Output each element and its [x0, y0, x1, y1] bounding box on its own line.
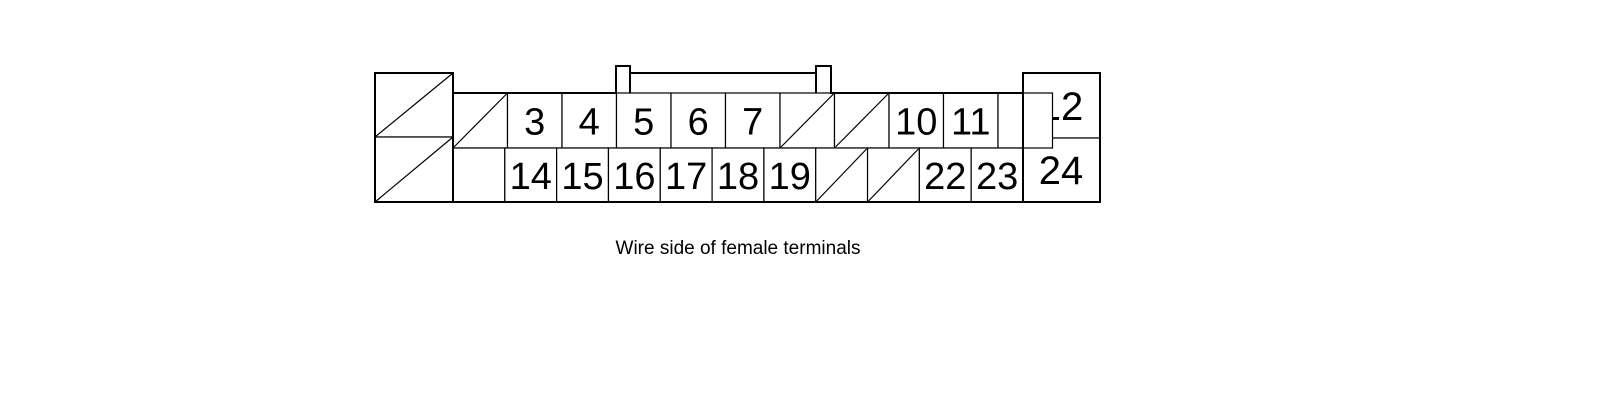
- pin-label-24: 24: [1039, 149, 1084, 193]
- pin-cell-bottom_row-0: [452, 147, 506, 203]
- pin-cell-15: [556, 147, 610, 203]
- pin-cell-23: [970, 147, 1024, 203]
- pin-label-3: 3: [524, 102, 545, 144]
- blocked-cavity-icon: [868, 148, 919, 202]
- blocked-cavity-icon: [453, 93, 507, 148]
- pin-label-17: 17: [665, 156, 707, 198]
- left-end-cavity-top-blocked-icon: [374, 72, 454, 138]
- pin-label-18: 18: [717, 156, 759, 198]
- connector-outline: [453, 65, 1023, 94]
- left-end-outline: [374, 72, 454, 203]
- pin-cell-18: [711, 147, 765, 203]
- pin-label-22: 22: [924, 156, 966, 198]
- pin-label-14: 14: [510, 156, 552, 198]
- pin-label-19: 19: [769, 156, 811, 198]
- pin-cell-3: [506, 92, 563, 149]
- blocked-cavity-icon: [816, 148, 867, 202]
- pin-cell-16: [607, 147, 661, 203]
- left-end-cavity-bottom-blocked-icon: [374, 136, 454, 203]
- pin-label-4: 4: [579, 102, 600, 144]
- pin-cell-10: [888, 92, 945, 149]
- pin-label-23: 23: [976, 156, 1018, 198]
- pin-cell-19: [763, 147, 817, 203]
- blocked-cavity-icon: [835, 93, 889, 148]
- diagram-caption: Wire side of female terminals: [615, 238, 861, 259]
- pin-cell-6: [670, 92, 727, 149]
- pin-label-5: 5: [633, 102, 654, 144]
- pin-label-16: 16: [613, 156, 655, 198]
- pin-cell-top_row-10: [997, 92, 1054, 149]
- left-end-block: [374, 72, 454, 203]
- pin-cell-5: [615, 92, 672, 149]
- pin-label-6: 6: [688, 102, 709, 144]
- pin-label-15: 15: [561, 156, 603, 198]
- blocked-cavity-icon: [780, 93, 834, 148]
- pin-label-11: 11: [951, 102, 990, 144]
- pin-cell-14: [504, 147, 558, 203]
- pin-label-10: 10: [895, 102, 937, 144]
- pin-label-7: 7: [742, 102, 763, 144]
- right-end-outline: [1022, 72, 1101, 203]
